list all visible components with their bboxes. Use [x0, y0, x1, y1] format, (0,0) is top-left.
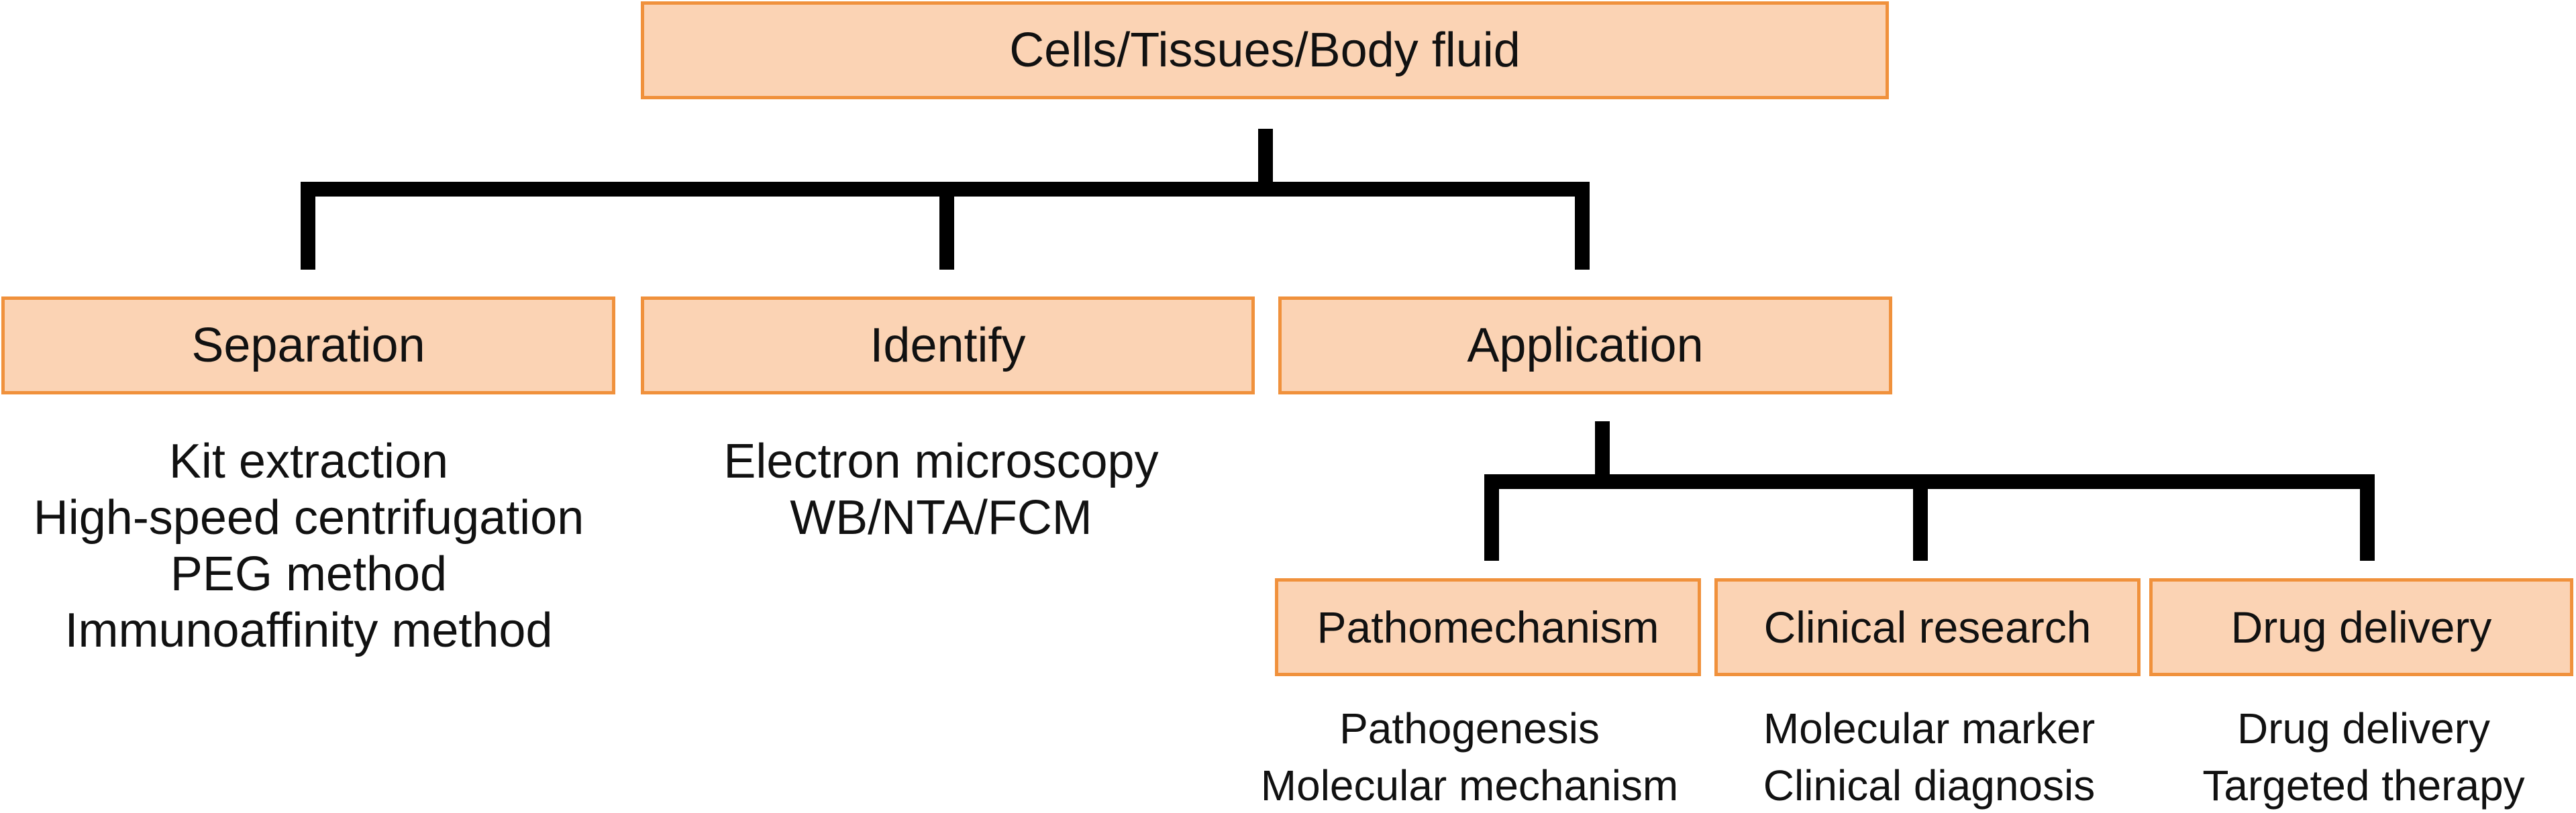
clinical-research-label: Clinical research — [1763, 602, 2092, 652]
list-item: Molecular mechanism — [1260, 761, 1679, 810]
list-item: Clinical diagnosis — [1763, 761, 2096, 810]
drug-delivery-list: Drug delivery Targeted therapy — [2154, 700, 2573, 813]
clinical-research-node: Clinical research — [1714, 578, 2141, 676]
root-node: Cells/Tissues/Body fluid — [641, 1, 1889, 99]
list-item: Molecular marker — [1763, 704, 2096, 753]
identify-label: Identify — [870, 319, 1026, 372]
separation-methods-list: Kit extraction High-speed centrifugation… — [0, 433, 617, 659]
separation-node: Separation — [1, 296, 615, 394]
list-item: WB/NTA/FCM — [790, 491, 1092, 545]
drug-delivery-node: Drug delivery — [2149, 578, 2573, 676]
list-item: Drug delivery — [2236, 704, 2491, 753]
drug-delivery-label: Drug delivery — [2230, 602, 2492, 652]
pathomechanism-list: Pathogenesis Molecular mechanism — [1235, 700, 1704, 813]
list-item: Targeted therapy — [2202, 761, 2525, 810]
list-item: High-speed centrifugation — [33, 491, 584, 545]
application-node: Application — [1278, 296, 1892, 394]
list-item: Kit extraction — [168, 435, 449, 488]
root-label: Cells/Tissues/Body fluid — [1009, 23, 1521, 77]
pathomechanism-node: Pathomechanism — [1275, 578, 1701, 676]
clinical-research-list: Molecular marker Clinical diagnosis — [1721, 700, 2137, 813]
list-item: Immunoaffinity method — [64, 604, 553, 657]
level3-connector-bracket — [1484, 474, 2375, 561]
identify-methods-list: Electron microscopy WB/NTA/FCM — [641, 433, 1241, 546]
list-item: PEG method — [170, 547, 448, 601]
application-label: Application — [1467, 319, 1704, 372]
pathomechanism-label: Pathomechanism — [1317, 602, 1659, 652]
identify-node: Identify — [641, 296, 1255, 394]
list-item: Pathogenesis — [1339, 704, 1600, 753]
separation-label: Separation — [191, 319, 425, 372]
list-item: Electron microscopy — [723, 435, 1159, 488]
